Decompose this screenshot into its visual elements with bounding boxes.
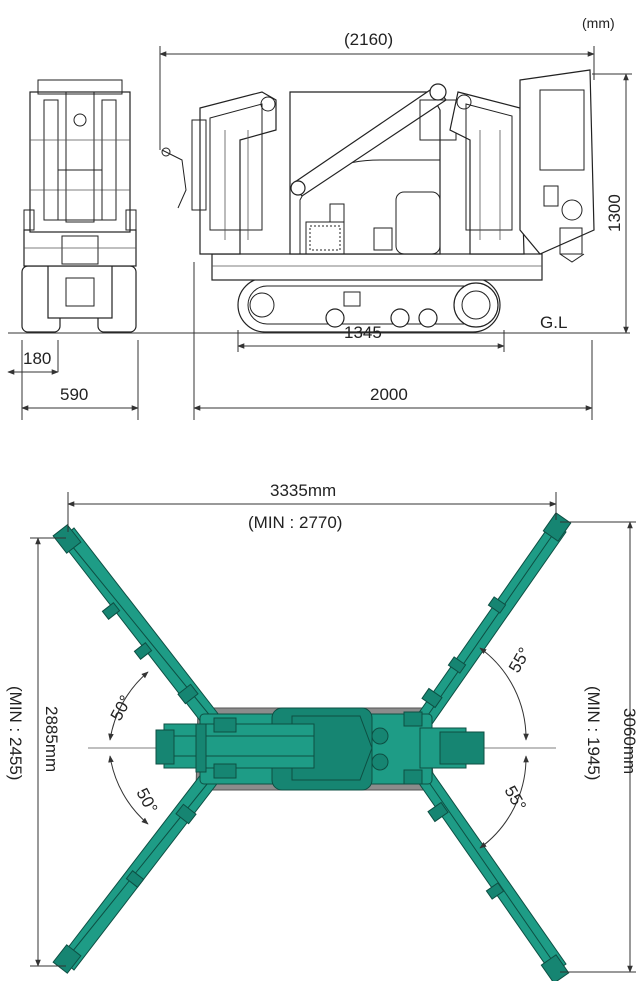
front-track-width-label: 180 <box>23 349 51 368</box>
track-length-label: 1345 <box>344 323 382 342</box>
machine-length-label: 2000 <box>370 385 408 404</box>
front-view-machine <box>21 79 137 333</box>
angle-right-upper: 55° <box>505 644 534 676</box>
right-span-height-min-label: (MIN : 1945) <box>584 686 603 780</box>
span-width-min-label: (MIN : 2770) <box>248 513 342 532</box>
outrigger-arm-lower-right <box>417 771 570 981</box>
front-width-label: 590 <box>60 385 88 404</box>
left-span-height-min-label: (MIN : 2455) <box>6 686 25 780</box>
height-label: 1300 <box>605 194 624 232</box>
side-view: G.L (mm) <box>7 15 632 420</box>
angle-right-lower: 55° <box>501 783 530 815</box>
angle-left-lower: 50° <box>132 785 161 817</box>
left-span-height-label: 2885mm <box>42 706 61 772</box>
unit-label: (mm) <box>582 15 615 31</box>
ground-label: G.L <box>540 313 567 332</box>
angle-left-upper: 50° <box>107 692 136 724</box>
crane-body-top <box>155 707 485 791</box>
outrigger-arm-upper-right <box>417 512 572 725</box>
right-span-height-label: 3060mm <box>620 708 639 774</box>
span-width-label: 3335mm <box>270 481 336 500</box>
side-view-machine <box>161 69 595 333</box>
overall-length-stowed-label: (2160) <box>344 30 393 49</box>
top-view: 50° 50° 55° 55° 3335mm (MIN : 2770) (MIN… <box>6 481 639 981</box>
outrigger-arm-upper-left <box>52 524 227 737</box>
